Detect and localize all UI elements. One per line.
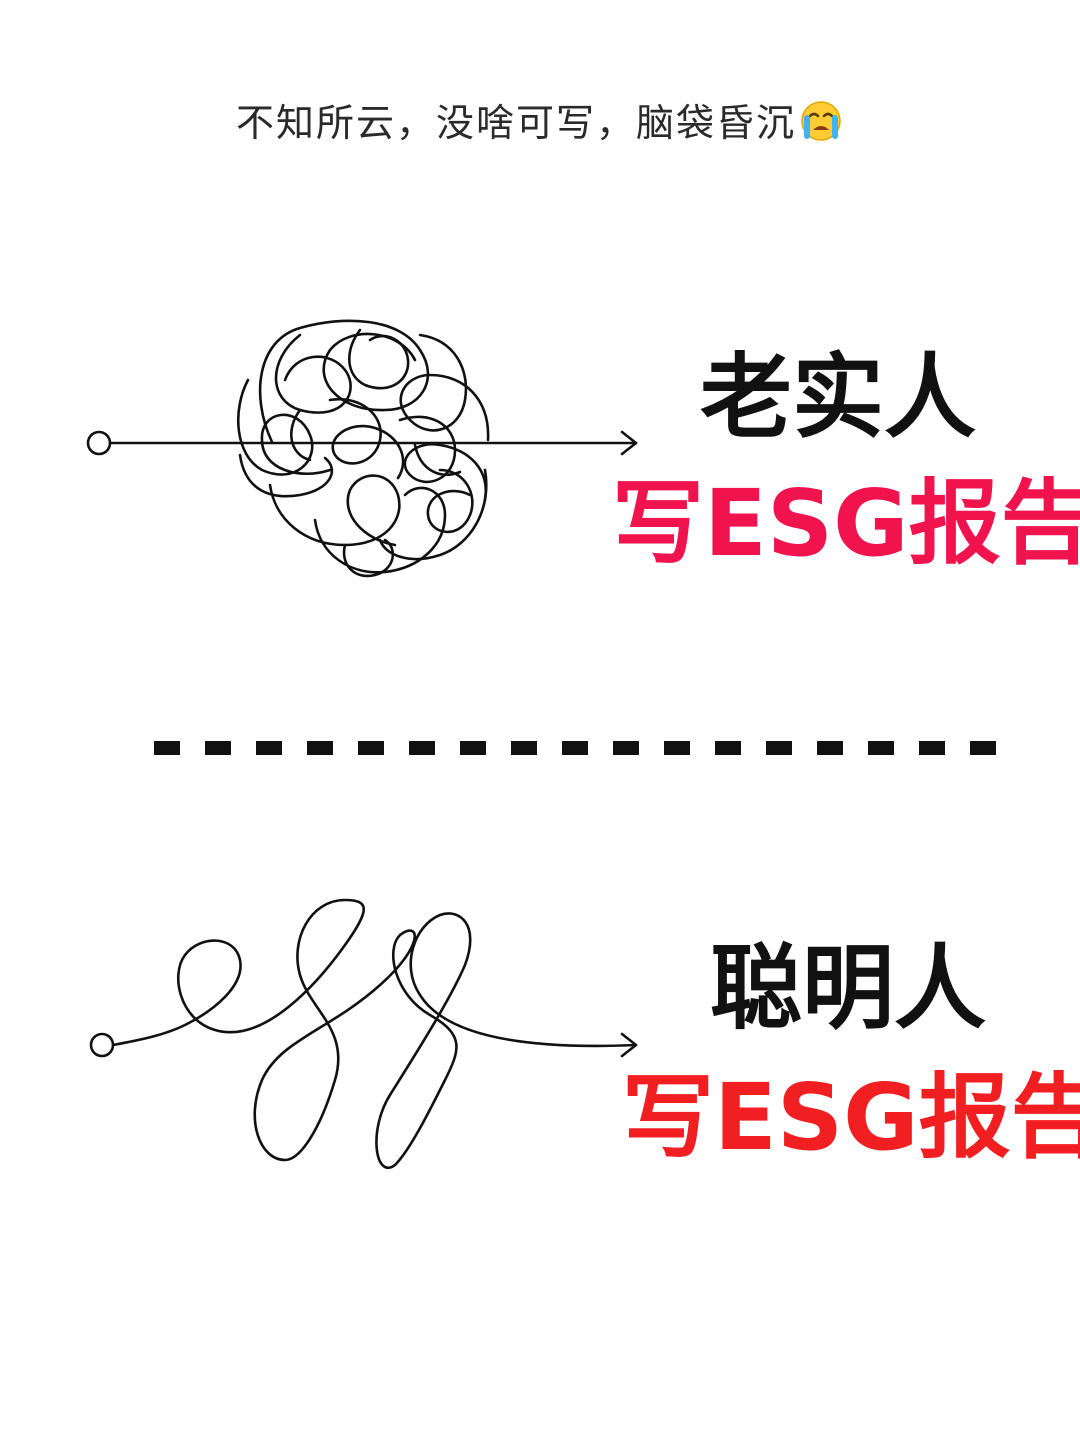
tangled-path-doodle (86, 319, 638, 578)
looped-path-doodle (89, 898, 638, 1169)
dashed-divider (154, 741, 996, 755)
caption: 不知所云，没啥可写，脑袋昏沉 (0, 92, 1080, 151)
bottom-heading: 聪明人 (710, 935, 987, 1042)
caption-text: 不知所云，没啥可写，脑袋昏沉 (235, 101, 796, 145)
top-subheading: 写ESG报告 (612, 470, 1080, 577)
crying-face-icon (798, 100, 844, 151)
bottom-subheading: 写ESG报告 (622, 1064, 1080, 1171)
top-heading: 老实人 (700, 344, 977, 451)
